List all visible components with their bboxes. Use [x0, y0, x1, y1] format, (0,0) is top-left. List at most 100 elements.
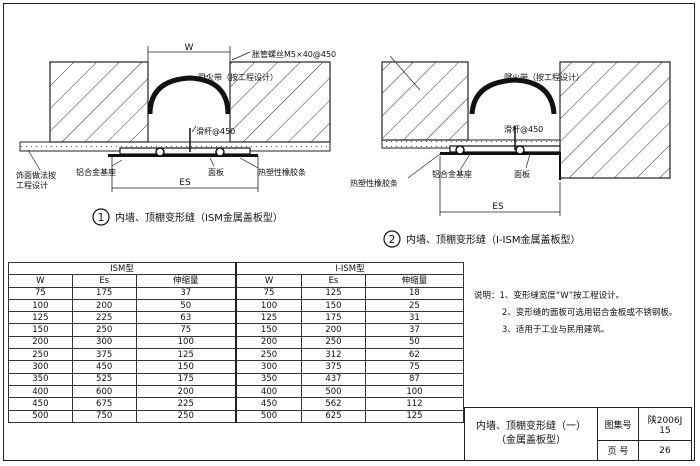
table-cell: 200 — [234, 335, 303, 350]
table-cell: 675 — [71, 397, 137, 411]
label-base-1: 铝合金基座 — [76, 167, 116, 177]
label-bolt-1: 胀管螺丝M5×40@450 — [252, 49, 336, 59]
table-cell: 225 — [71, 311, 137, 325]
table-cell: 25 — [364, 298, 465, 313]
table-cell: 75 — [234, 286, 303, 300]
caption-circle-1 — [92, 208, 110, 226]
table-cell: 625 — [301, 409, 366, 423]
note-3: 3、适用于工业与民用建筑。 — [502, 325, 610, 335]
table-cell: 375 — [301, 360, 366, 374]
table-cell: 175 — [71, 286, 137, 300]
table-cell: 175 — [135, 372, 237, 386]
note-1: 说明：1、变形缝宽度“W”按工程设计。 — [474, 291, 625, 301]
label-finish-1a: 饰面做法按 — [16, 170, 56, 180]
table-cell: 112 — [364, 397, 465, 411]
label-slide-bar-2: 滑杆@450 — [504, 124, 543, 134]
dim-es-1: ES — [179, 178, 191, 188]
cover-panel-1 — [108, 154, 258, 157]
figure-1-ism: W ES 胀管螺丝M5×40@450 阻火带（按工程设计） 滑杆@450 铝合金… — [16, 43, 336, 226]
figure-2-i-ism: ES 阻火带（按工程设计） 滑杆@450 热塑性橡胶条 铝合金基座 面板 2 内… — [350, 55, 671, 248]
table-cell: 175 — [301, 311, 366, 325]
col-w: W — [234, 274, 303, 288]
table-cell: 600 — [71, 384, 137, 399]
table-cell: 500 — [8, 409, 73, 423]
table-cell: 500 — [301, 384, 366, 399]
table-cell: 87 — [364, 372, 465, 386]
table-cell: 100 — [135, 335, 237, 350]
label-panel-1: 面板 — [208, 167, 224, 177]
wall-left-1 — [49, 61, 149, 143]
table-cell: 300 — [71, 335, 137, 350]
page-label: 页 号 — [597, 440, 639, 461]
aluminium-base-2 — [449, 145, 561, 153]
title-line-1: 内墙、顶棚变形缝（一） — [476, 421, 586, 432]
table-cell: 375 — [71, 348, 137, 362]
label-panel-2: 面板 — [514, 169, 530, 179]
table-cell: 100 — [234, 298, 303, 313]
group-i-ism: I-ISM型 — [234, 261, 464, 276]
table-cell: 200 — [8, 335, 73, 350]
table-cell: 37 — [364, 323, 465, 337]
table-cell: 437 — [301, 372, 366, 386]
table-col-header: W Es 伸缩量 W Es 伸缩量 — [8, 274, 465, 288]
table-cell: 63 — [135, 311, 237, 325]
col-stretch: 伸缩量 — [135, 274, 237, 288]
table-cell: 75 — [364, 360, 465, 374]
table-group-header: ISM型 I-ISM型 — [7, 261, 464, 276]
table-cell: 100 — [8, 298, 73, 313]
bolt-1b — [215, 147, 225, 157]
caption-no-2: 2 — [389, 233, 396, 246]
table-cell: 62 — [364, 348, 465, 362]
table-cell: 200 — [135, 384, 237, 399]
fire-belt-arch-2 — [469, 77, 557, 115]
table-cell: 37 — [135, 286, 237, 300]
table-cell: 250 — [8, 348, 73, 362]
table-cell: 250 — [301, 335, 366, 350]
title-block: 内墙、顶棚变形缝（一） （金属盖板型） 图集号 陕2006J 15 页 号 26 — [464, 406, 692, 461]
dim-es-2: ES — [492, 202, 504, 212]
label-slide-bar-1: 滑杆@450 — [196, 126, 235, 136]
aluminium-base-1 — [119, 147, 251, 155]
table-cell: 525 — [71, 372, 137, 386]
wall-left-2 — [381, 61, 469, 141]
notes: 说明：1、变形缝宽度“W”按工程设计。 2、变形缝的面板可选用铝合金板或不锈钢板… — [474, 288, 690, 339]
table-cell: 18 — [364, 286, 465, 300]
table-cell: 400 — [8, 384, 73, 399]
bolt-2a — [455, 145, 465, 155]
table-cell: 200 — [301, 323, 366, 337]
table-cell: 750 — [71, 409, 137, 423]
label-finish-1b: 工程设计 — [16, 180, 48, 190]
table-cell: 50 — [364, 335, 465, 350]
table-cell: 150 — [301, 298, 366, 313]
label-base-2: 铝合金基座 — [432, 169, 472, 179]
caption-no-1: 1 — [98, 211, 105, 224]
bolt-1a — [155, 147, 165, 157]
table-cell: 450 — [71, 360, 137, 374]
table-cell: 200 — [71, 298, 137, 313]
caption-circle-2 — [383, 230, 401, 248]
table-cell: 75 — [8, 286, 73, 300]
table-cell: 250 — [135, 409, 237, 423]
table-cell: 450 — [234, 397, 303, 411]
sheet-border — [3, 3, 695, 461]
table-cell: 500 — [234, 409, 303, 423]
atlas-label: 图集号 — [597, 406, 639, 442]
cover-panel-2 — [440, 152, 560, 155]
table-cell: 75 — [135, 323, 237, 337]
table-cell: 150 — [234, 323, 303, 337]
col-es: Es — [71, 274, 137, 288]
table-cell: 350 — [8, 372, 73, 386]
